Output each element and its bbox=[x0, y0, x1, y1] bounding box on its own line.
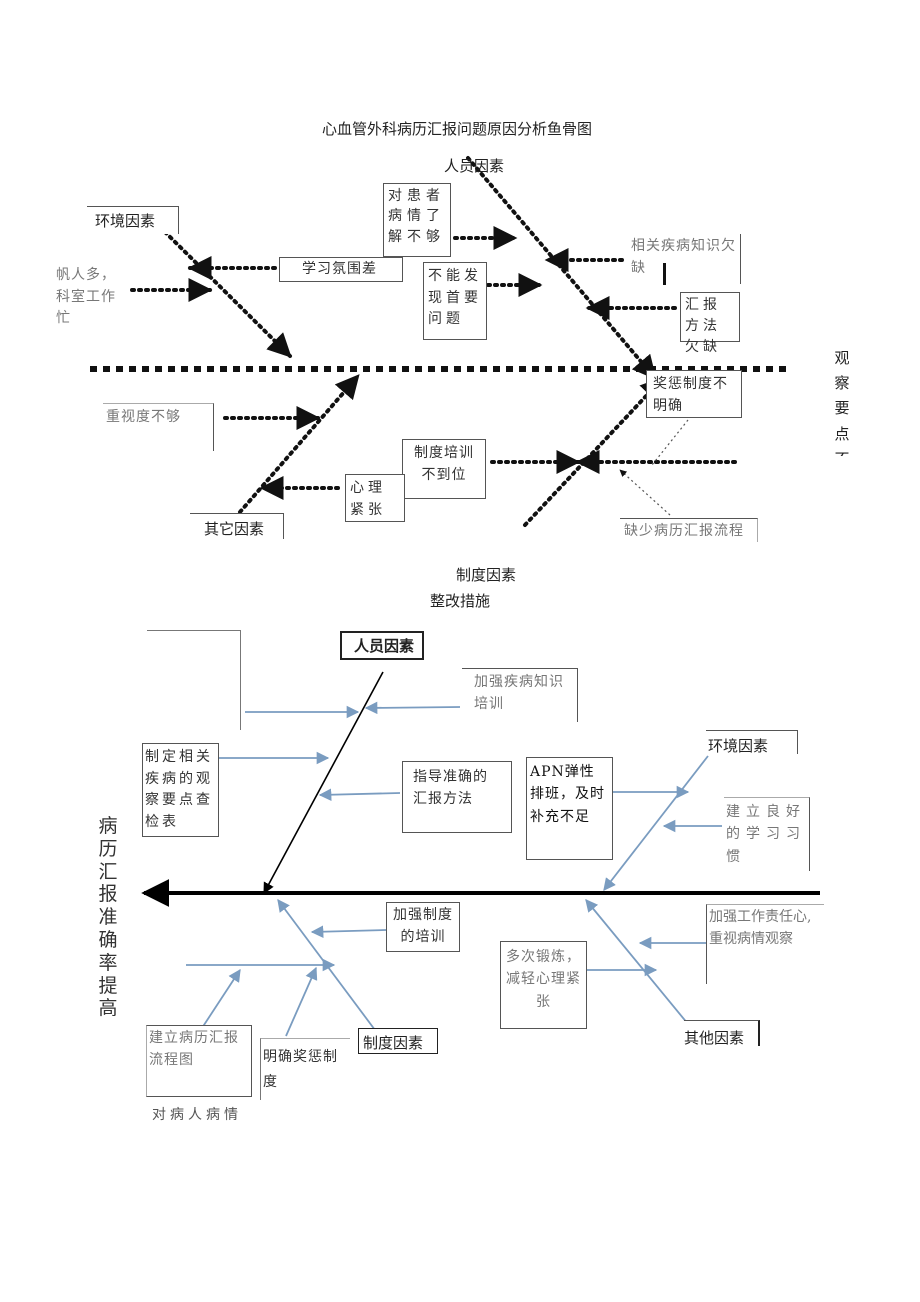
bottom-effect: 病历汇报准确率提高 bbox=[98, 815, 118, 1020]
cause-knowledge: 相关疾病知识欠缺 bbox=[625, 234, 741, 284]
cause-nervous: 心理紧张 bbox=[345, 474, 405, 522]
measure-system-training: 加强制度的培训 bbox=[386, 902, 460, 952]
top-category-environment: 环境因素 bbox=[95, 212, 156, 230]
top-category-environment-box: 环境因素 bbox=[87, 206, 179, 234]
top-category-other: 其它因素 bbox=[204, 520, 265, 538]
measure-habits: 建立良好的学习习惯 bbox=[724, 797, 810, 871]
measure-guide: 指导准确的汇报方法 bbox=[402, 761, 512, 833]
measure-reward: 明确奖惩制度 bbox=[260, 1038, 350, 1100]
measure-patient: 对病人病情 bbox=[152, 1107, 242, 1123]
cause-understand: 对患者病情了解不够 bbox=[383, 183, 451, 257]
cause-attention: 重视度不够 bbox=[103, 403, 214, 451]
bottom-category-other: 其他因素 bbox=[684, 1029, 745, 1047]
bottom-category-environment: 环境因素 bbox=[708, 737, 769, 755]
bottom-category-people-box: 人员因素 bbox=[340, 631, 424, 660]
cause-method: 汇报方法欠缺 bbox=[680, 292, 740, 355]
text-cursor bbox=[663, 263, 666, 285]
top-title: 心血管外科病历汇报问题原因分析鱼骨图 bbox=[322, 120, 593, 138]
empty-measure-box bbox=[147, 630, 241, 730]
cause-reward: 奖惩制度不明确 bbox=[646, 370, 742, 418]
bottom-category-system-box: 制度因素 bbox=[358, 1028, 438, 1054]
bottom-category-system: 制度因素 bbox=[363, 1034, 424, 1052]
cause-atmosphere: 学习氛围差 bbox=[279, 257, 403, 282]
bottom-title: 整改措施 bbox=[430, 592, 491, 610]
cause-training: 制度培训不到位 bbox=[402, 439, 486, 499]
measure-exercise: 多次锻炼，减轻心理紧张 bbox=[500, 941, 587, 1029]
measure-disease-training: 加强疾病知识培训 bbox=[462, 668, 578, 722]
top-category-other-box: 其它因素 bbox=[190, 513, 284, 539]
cause-cannot-find: 不能发现首要问题 bbox=[423, 262, 487, 340]
top-effect: 观察要点不 bbox=[834, 349, 850, 456]
cause-process: 缺少病历汇报流程 bbox=[620, 518, 758, 542]
measure-checklist: 制定相关疾病的观察要点查检表 bbox=[142, 743, 219, 837]
bottom-category-environment-box: 环境因素 bbox=[706, 730, 798, 755]
bottom-category-people: 人员因素 bbox=[354, 637, 415, 655]
bottom-category-other-box: 其他因素 bbox=[684, 1020, 760, 1047]
measure-process-chart: 建立病历汇报流程图 bbox=[146, 1025, 252, 1097]
measure-responsibility: 加强工作责任心,重视病情观察 bbox=[706, 904, 824, 984]
cause-busy: 帆人多，科室工作忙 bbox=[52, 263, 126, 326]
top-category-system: 制度因素 bbox=[456, 566, 517, 584]
measure-apn: APN弹性排班，及时补充不足 bbox=[526, 757, 613, 860]
top-category-people: 人员因素 bbox=[444, 157, 505, 175]
